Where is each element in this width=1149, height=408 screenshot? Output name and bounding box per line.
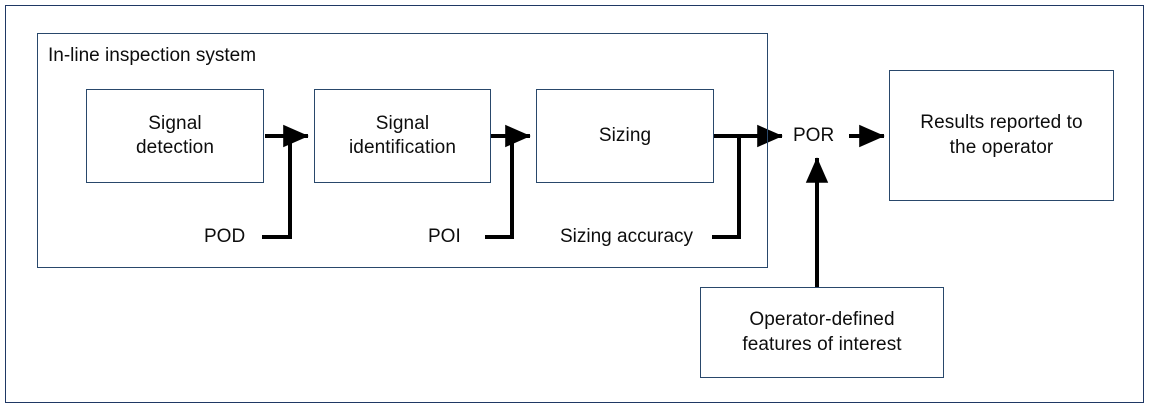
- in-line-inspection-system-title: In-line inspection system: [48, 45, 257, 66]
- label-por: POR: [793, 125, 835, 146]
- in-line-inspection-system-group: [37, 33, 768, 268]
- node-operator-defined-features-label: Operator-defined features of interest: [742, 309, 902, 355]
- connector-poi-feeder: [485, 137, 514, 239]
- connector-pod-feeder: [262, 137, 292, 239]
- diagram-outer-frame: [5, 5, 1144, 403]
- node-results-reported[interactable]: Results reported to the operator: [889, 70, 1114, 201]
- node-signal-identification[interactable]: Signal identification: [314, 89, 491, 183]
- node-operator-defined-features[interactable]: Operator-defined features of interest: [700, 287, 944, 378]
- label-pod: POD: [204, 226, 246, 247]
- node-results-reported-label: Results reported to the operator: [920, 112, 1083, 158]
- label-sizing-accuracy: Sizing accuracy: [560, 226, 694, 247]
- node-sizing[interactable]: Sizing: [536, 89, 714, 183]
- node-signal-identification-label: Signal identification: [348, 112, 457, 158]
- node-sizing-label: Sizing: [598, 124, 652, 146]
- node-signal-detection-label: Signal detection: [135, 112, 214, 158]
- connector-sizing-accuracy-feeder: [712, 137, 741, 239]
- label-poi: POI: [428, 226, 461, 247]
- node-signal-detection[interactable]: Signal detection: [86, 89, 264, 183]
